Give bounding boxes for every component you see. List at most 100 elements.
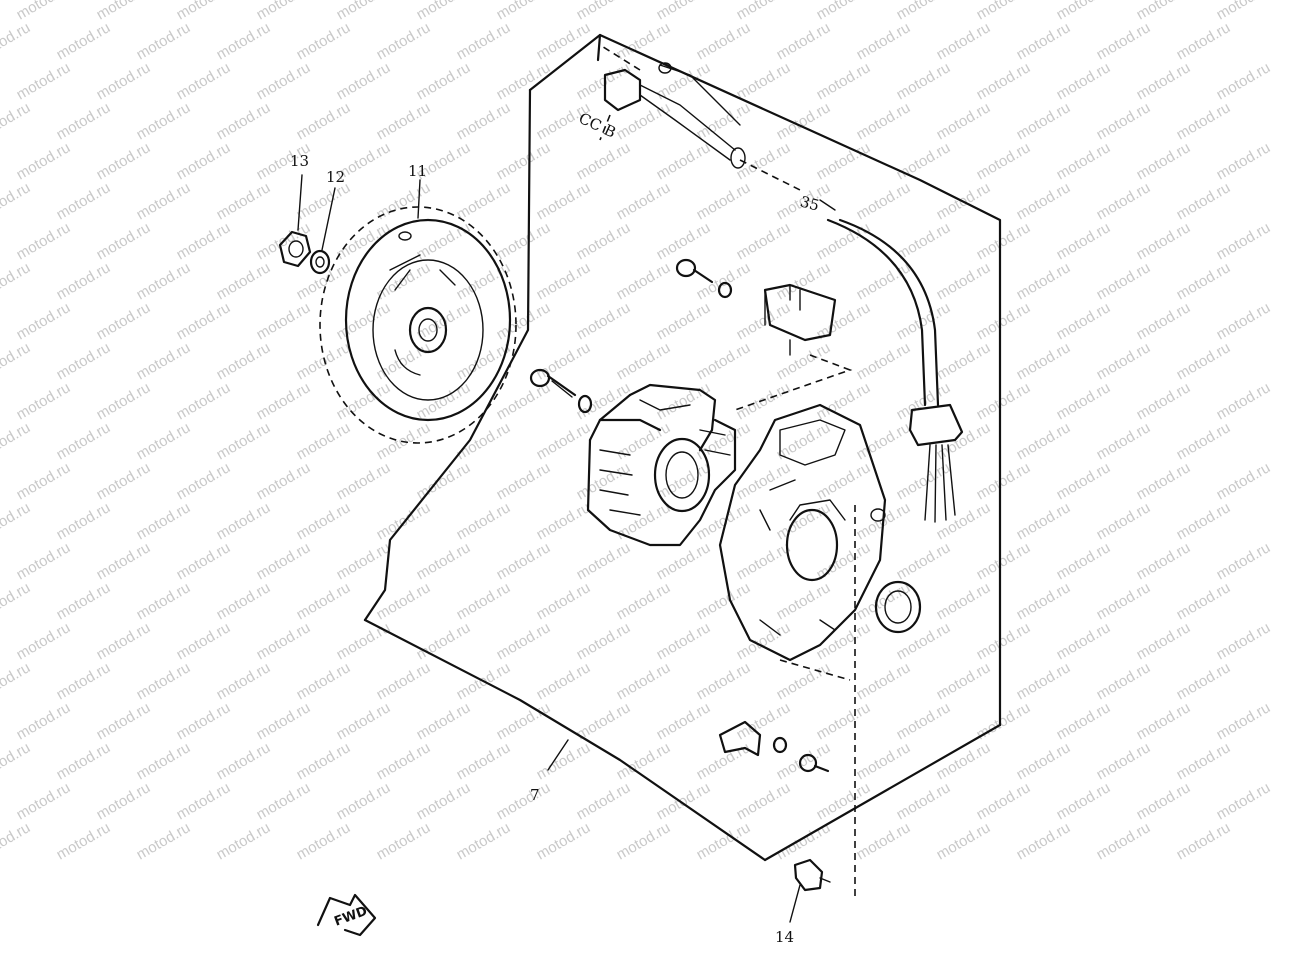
watermark-text: motod.ru	[1094, 19, 1154, 63]
watermark-text: motod.ru	[54, 179, 114, 223]
watermark-text: motod.ru	[654, 699, 714, 743]
watermark-text: motod.ru	[1014, 659, 1074, 703]
watermark-text: motod.ru	[1214, 379, 1274, 423]
watermark-text: motod.ru	[814, 779, 874, 823]
watermark-text: motod.ru	[894, 539, 954, 583]
watermark-text: motod.ru	[334, 699, 394, 743]
watermark-text: motod.ru	[854, 819, 914, 863]
watermark-text: motod.ru	[974, 459, 1034, 503]
oil-seal	[874, 580, 922, 634]
watermark-text: motod.ru	[14, 299, 74, 343]
watermark-text: motod.ru	[774, 19, 834, 63]
watermark-text: motod.ru	[574, 619, 634, 663]
watermark-text: motod.ru	[254, 619, 314, 663]
watermark-text: motod.ru	[414, 779, 474, 823]
watermark-text: motod.ru	[1214, 619, 1274, 663]
watermark-text: motod.ru	[374, 19, 434, 63]
bolt-part-14	[793, 858, 831, 892]
watermark-text: motod.ru	[454, 739, 514, 783]
watermark-text: motod.ru	[174, 299, 234, 343]
watermark-text: motod.ru	[1214, 299, 1274, 343]
lead-clamp	[718, 720, 762, 757]
watermark-text: motod.ru	[934, 579, 994, 623]
watermark-text: motod.ru	[134, 19, 194, 63]
watermark-text: motod.ru	[0, 99, 33, 143]
watermark-text: motod.ru	[534, 19, 594, 63]
watermark-text: motod.ru	[214, 259, 274, 303]
watermark-text: motod.ru	[334, 379, 394, 423]
pickup-lock-washer	[717, 281, 733, 299]
stator-coil-assembly	[586, 383, 737, 547]
watermark-text: motod.ru	[1014, 99, 1074, 143]
watermark-text: motod.ru	[0, 819, 33, 863]
callout-11: 11	[408, 162, 427, 180]
watermark-text: motod.ru	[694, 179, 754, 223]
watermark-text: motod.ru	[94, 459, 154, 503]
watermark-text: motod.ru	[94, 699, 154, 743]
watermark-text: motod.ru	[1054, 619, 1114, 663]
watermark-text: motod.ru	[814, 699, 874, 743]
watermark-text: motod.ru	[854, 339, 914, 383]
watermark-text: motod.ru	[774, 419, 834, 463]
watermark-text: motod.ru	[1054, 459, 1114, 503]
watermark-text: motod.ru	[974, 779, 1034, 823]
watermark-text: motod.ru	[494, 619, 554, 663]
watermark-text: motod.ru	[974, 59, 1034, 103]
watermark-text: motod.ru	[1014, 739, 1074, 783]
watermark-text: motod.ru	[334, 619, 394, 663]
watermark-text: motod.ru	[254, 379, 314, 423]
watermark-text: motod.ru	[374, 819, 434, 863]
watermark-text: motod.ru	[934, 339, 994, 383]
watermark-text: motod.ru	[894, 699, 954, 743]
watermark-text: motod.ru	[174, 539, 234, 583]
watermark-text: motod.ru	[574, 219, 634, 263]
watermark-text: motod.ru	[294, 579, 354, 623]
watermark-text: motod.ru	[174, 59, 234, 103]
callout-35: 35	[798, 192, 821, 214]
watermark-text: motod.ru	[854, 419, 914, 463]
watermark-text: motod.ru	[934, 259, 994, 303]
watermark-text: motod.ru	[1134, 379, 1194, 423]
watermark-text: motod.ru	[94, 379, 154, 423]
watermark-text: motod.ru	[94, 299, 154, 343]
watermark-text: motod.ru	[1134, 219, 1194, 263]
watermark-text: motod.ru	[854, 99, 914, 143]
watermark-text: motod.ru	[614, 179, 674, 223]
watermark-text: motod.ru	[654, 139, 714, 183]
watermark-text: motod.ru	[534, 179, 594, 223]
watermark-text: motod.ru	[294, 819, 354, 863]
watermark-text: motod.ru	[694, 579, 754, 623]
watermark-text: motod.ru	[1214, 699, 1274, 743]
watermark-text: motod.ru	[54, 339, 114, 383]
watermark-text: motod.ru	[1054, 379, 1114, 423]
watermark-text: motod.ru	[854, 659, 914, 703]
watermark-text: motod.ru	[734, 539, 794, 583]
watermark-text: motod.ru	[1174, 99, 1234, 143]
watermark-text: motod.ru	[1174, 259, 1234, 303]
watermark-text: motod.ru	[374, 99, 434, 143]
watermark-text: motod.ru	[374, 659, 434, 703]
watermark-text: motod.ru	[574, 539, 634, 583]
watermark-text: motod.ru	[534, 659, 594, 703]
watermark-text: motod.ru	[1094, 259, 1154, 303]
watermark-text: motod.ru	[1054, 699, 1114, 743]
watermark-text: motod.ru	[574, 459, 634, 503]
watermark-text: motod.ru	[134, 179, 194, 223]
watermark-text: motod.ru	[14, 619, 74, 663]
watermark-text: motod.ru	[854, 179, 914, 223]
watermark-text: motod.ru	[734, 299, 794, 343]
watermark-text: motod.ru	[174, 379, 234, 423]
leader-lines	[297, 174, 836, 923]
watermark-text: motod.ru	[814, 59, 874, 103]
watermark-text: motod.ru	[214, 659, 274, 703]
watermark-text: motod.ru	[494, 699, 554, 743]
watermark-text: motod.ru	[374, 179, 434, 223]
assembly-guide-lines	[599, 44, 856, 900]
watermark-text: motod.ru	[294, 19, 354, 63]
watermark-text: motod.ru	[254, 299, 314, 343]
watermark-text: motod.ru	[1014, 259, 1074, 303]
watermark-text: motod.ru	[374, 339, 434, 383]
watermark-text: motod.ru	[214, 739, 274, 783]
watermark-text: motod.ru	[1174, 739, 1234, 783]
